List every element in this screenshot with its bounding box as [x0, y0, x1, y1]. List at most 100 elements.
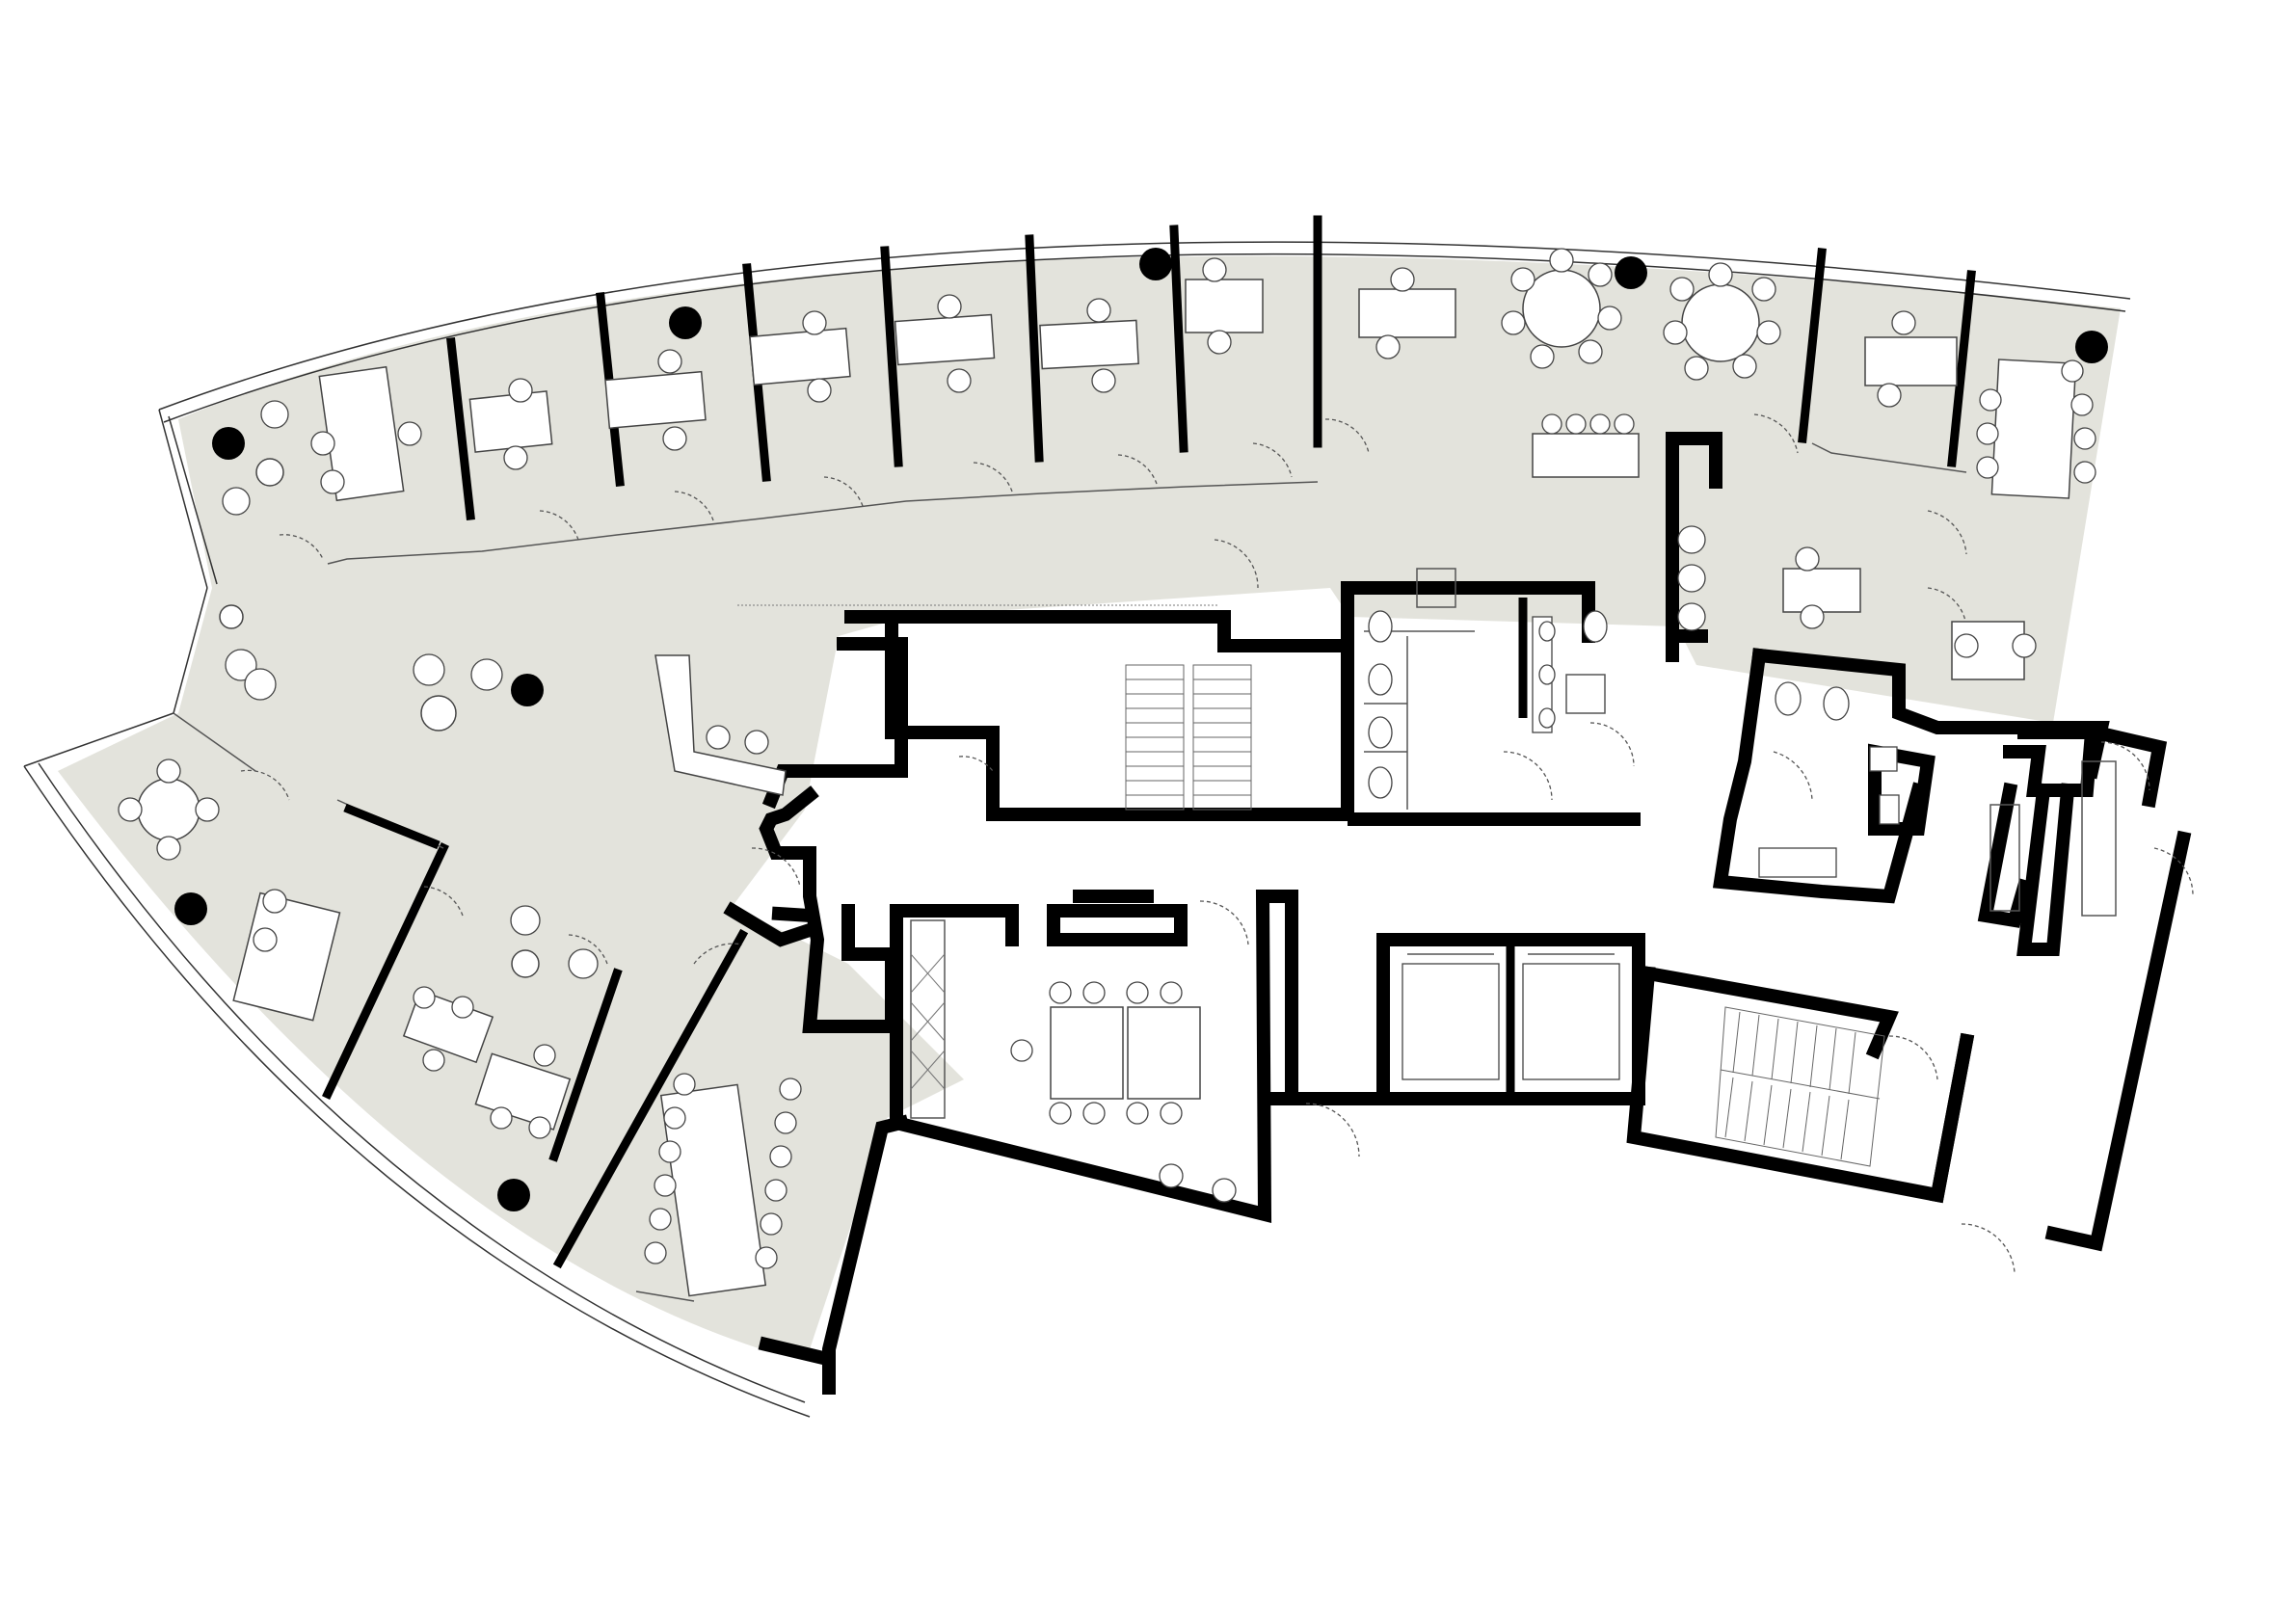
- chair-icon: [657, 349, 682, 374]
- chair-icon: [510, 905, 541, 936]
- chair-icon: [195, 797, 220, 822]
- stair-icon: [1126, 678, 1251, 796]
- chair-icon: [503, 445, 528, 470]
- chair-icon: [1795, 546, 1820, 572]
- door-swing-icon: [1961, 1223, 2016, 1273]
- chair-icon: [1086, 298, 1111, 323]
- desk-icon: [604, 370, 707, 430]
- chair-icon: [156, 758, 181, 784]
- chair-icon: [1375, 334, 1401, 359]
- chair-icon: [528, 1116, 551, 1139]
- desk-icon: [1864, 336, 1958, 386]
- chair-icon: [1565, 413, 1587, 435]
- door-swing-icon: [693, 943, 743, 965]
- column-icon: [511, 674, 544, 706]
- door-swing-icon: [1305, 1103, 1360, 1157]
- chair-icon: [1588, 262, 1613, 287]
- desk-icon: [1050, 1006, 1124, 1100]
- chair-icon: [1049, 981, 1072, 1004]
- column-icon: [212, 427, 245, 460]
- chair-icon: [1976, 422, 1999, 445]
- chair-icon: [1091, 368, 1116, 393]
- chair-icon: [451, 996, 474, 1019]
- office-partitions-north: [327, 215, 1976, 565]
- chair-icon: [774, 1111, 797, 1134]
- door-swing-icon: [751, 847, 801, 888]
- desk-icon: [1185, 279, 1264, 333]
- chair-icon: [1663, 320, 1688, 345]
- office-partitions-southwest: [173, 712, 749, 1269]
- elevator-icon: [1402, 963, 1500, 1080]
- chair-icon: [1160, 1102, 1183, 1125]
- chair-icon: [253, 927, 278, 952]
- desk-icon: [894, 313, 996, 366]
- chair-icon: [1684, 356, 1709, 381]
- column-icon: [1615, 256, 1647, 289]
- chair-icon: [1614, 413, 1635, 435]
- desk-icon: [468, 390, 553, 453]
- chair-icon: [649, 1208, 672, 1231]
- doors: [240, 413, 2194, 1273]
- chair-icon: [1159, 1163, 1184, 1188]
- elevators: [1402, 953, 1620, 1080]
- chair-icon: [760, 1212, 783, 1236]
- chair-icon: [397, 421, 422, 446]
- door-swing-icon: [1927, 587, 1967, 627]
- chair-icon: [2012, 633, 2037, 658]
- core-walls: [723, 432, 2192, 1395]
- chair-icon: [644, 1241, 667, 1264]
- chair-icon: [262, 889, 287, 914]
- chair-icon: [1677, 564, 1706, 593]
- office-floor-area: [58, 255, 2121, 1349]
- chair-icon: [1049, 1102, 1072, 1125]
- chair-icon: [490, 1106, 513, 1130]
- chair-icon: [568, 948, 599, 979]
- stair-north: [1125, 664, 1252, 811]
- chair-icon: [1541, 413, 1562, 435]
- chair-icon: [1010, 1039, 1033, 1062]
- desk-icon: [1782, 568, 1861, 613]
- chair-icon: [470, 658, 503, 691]
- column-icon: [1139, 248, 1172, 280]
- chair-icon: [1677, 602, 1706, 631]
- chair-icon: [1207, 330, 1232, 355]
- chair-icon: [663, 1106, 686, 1130]
- chair-icon: [1756, 320, 1781, 345]
- toilet-icon: [1775, 681, 1802, 716]
- detail-lines: [635, 568, 2117, 1302]
- door-swing-icon: [1252, 442, 1293, 478]
- chair-icon: [1751, 277, 1776, 302]
- desk-icon: [749, 327, 851, 386]
- door-swing-icon: [2153, 847, 2194, 897]
- chair-icon: [2061, 359, 2084, 383]
- chair-icon: [244, 668, 277, 701]
- chair-icon: [769, 1145, 792, 1168]
- desk-icon: [1358, 288, 1456, 338]
- chair-icon: [764, 1179, 788, 1202]
- chair-icon: [807, 378, 832, 403]
- chair-icon: [260, 400, 289, 429]
- chair-icon: [2073, 461, 2096, 484]
- door-swing-icon: [1753, 413, 1799, 454]
- chair-icon: [1979, 388, 2002, 412]
- desk-icon: [659, 1083, 767, 1297]
- chair-icon: [1976, 456, 1999, 479]
- desk-icon: [232, 891, 341, 1022]
- chair-icon: [755, 1246, 778, 1269]
- door-swing-icon: [958, 756, 994, 772]
- toilet-icon: [1823, 686, 1850, 721]
- chair-icon: [1202, 257, 1227, 282]
- door-swing-icon: [2100, 741, 2150, 791]
- chair-icon: [422, 1049, 445, 1072]
- chair-icon: [118, 797, 143, 822]
- column-icon: [669, 306, 702, 339]
- column-icon: [497, 1179, 530, 1211]
- chair-icon: [937, 294, 962, 319]
- door-swing-icon: [1214, 539, 1259, 589]
- chair-icon: [533, 1044, 556, 1067]
- chair-icon: [1954, 633, 1979, 658]
- desks: [232, 279, 2077, 1297]
- chair-icon: [413, 986, 436, 1009]
- door-swing-icon: [240, 769, 290, 801]
- chair-icon: [1891, 310, 1916, 335]
